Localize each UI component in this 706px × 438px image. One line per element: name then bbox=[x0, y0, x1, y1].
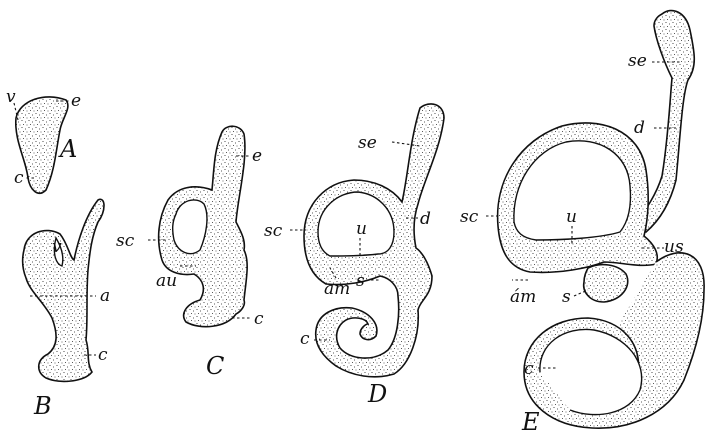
stage-e-label-se: se bbox=[628, 51, 647, 71]
stage-a-group: v e c A bbox=[6, 87, 81, 193]
stage-c-label-e: e bbox=[252, 146, 262, 166]
stage-e-label-us: us bbox=[664, 237, 684, 257]
stage-d-label-c: c bbox=[300, 329, 310, 349]
stage-e-group: se d sc u us ám s c E bbox=[460, 11, 704, 436]
stage-d-title: D bbox=[367, 380, 387, 408]
stage-d-label-s: s bbox=[356, 271, 365, 291]
stage-b-label-c: c bbox=[98, 345, 108, 365]
stage-b-vesicle bbox=[23, 199, 104, 381]
stage-c-title: C bbox=[206, 352, 224, 380]
stage-e-label-sc: sc bbox=[460, 207, 479, 227]
stage-e-label-s: s bbox=[562, 287, 571, 307]
stage-d-label-u: u bbox=[356, 219, 367, 239]
stage-a-title: A bbox=[58, 135, 77, 163]
stage-d-label-sc: sc bbox=[264, 221, 283, 241]
stage-d-label-am: am bbox=[324, 279, 350, 299]
stage-d-group: se sc u d am s c D bbox=[264, 104, 444, 408]
stage-a-label-c: c bbox=[14, 168, 24, 188]
stage-e-label-am: ám bbox=[510, 287, 536, 307]
stage-c-group: e sc au c C bbox=[116, 126, 264, 380]
stage-b-label-a: a bbox=[100, 286, 110, 306]
stage-c-label-c: c bbox=[254, 309, 264, 329]
stage-d-label-se: se bbox=[358, 133, 377, 153]
stage-c-label-sc: sc bbox=[116, 231, 135, 251]
stage-b-title: B bbox=[33, 392, 52, 420]
stage-b-label-v: v bbox=[52, 237, 62, 257]
stage-a-label-e: e bbox=[71, 91, 81, 111]
stage-e-title: E bbox=[521, 408, 540, 436]
stage-e-label-c: c bbox=[524, 359, 534, 379]
stage-a-label-v: v bbox=[6, 87, 16, 107]
stage-b-group: v a c B bbox=[23, 199, 110, 420]
stage-e-label-d: d bbox=[634, 118, 645, 138]
stage-e-saccule bbox=[584, 265, 628, 302]
stage-c-label-au: au bbox=[156, 271, 177, 291]
stage-d-label-d: d bbox=[420, 209, 431, 229]
stage-e-label-u: u bbox=[566, 207, 577, 227]
